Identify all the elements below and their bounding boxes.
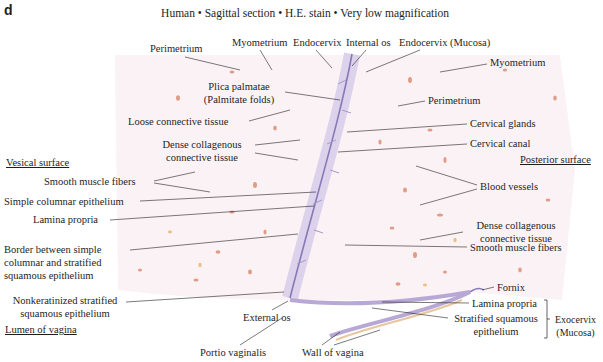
endocervical-mucosa xyxy=(290,54,352,298)
structure-label: Simple columnar epithelium xyxy=(4,195,124,208)
tissue-ground xyxy=(115,55,575,300)
structure-label: Loose connective tissue xyxy=(128,115,228,128)
structure-label: Smooth muscle fibers xyxy=(470,241,562,254)
structure-label: External os xyxy=(243,311,291,324)
panel-letter: d xyxy=(4,2,13,18)
structure-label: Blood vessels xyxy=(480,180,538,193)
structure-label: Dense collagenous connective tissue xyxy=(152,138,252,164)
structure-label: Vesical surface xyxy=(6,156,69,169)
structure-label: Lamina propria xyxy=(472,297,537,310)
structure-label: Plica palmatae (Palmitate folds) xyxy=(196,80,282,106)
structure-label: Wall of vagina xyxy=(302,346,364,359)
cervical-glands xyxy=(297,80,351,264)
vaginal-wall xyxy=(330,292,470,336)
blood-vessels xyxy=(138,68,557,285)
structure-label: Myometrium xyxy=(490,56,545,69)
structure-label: Portio vaginalis xyxy=(200,346,266,359)
structure-label: Smooth muscle fibers xyxy=(44,175,136,188)
leader-lines xyxy=(110,50,494,345)
structure-label: Exocervix (Mucosa) xyxy=(552,313,599,339)
bracket xyxy=(544,300,550,338)
structure-label: Perimetrium xyxy=(150,42,203,55)
structure-label: Posterior surface xyxy=(520,153,591,166)
structure-label: Internal os xyxy=(346,36,391,49)
structure-label: Border between simple columnar and strat… xyxy=(4,243,129,282)
structure-label: Dense collagenous connective tissue xyxy=(466,219,566,245)
fornix-curve xyxy=(470,288,484,292)
blood-vessels xyxy=(168,231,457,287)
structure-label: Endocervix (Mucosa) xyxy=(399,36,490,49)
structure-label: Stratified squamous epithelium xyxy=(450,312,542,338)
structure-label: Fornix xyxy=(497,281,525,294)
structure-label: Cervical glands xyxy=(470,117,536,130)
structure-label: Lamina propria xyxy=(33,213,98,226)
structure-label: Endocervix xyxy=(293,36,341,49)
structure-label: Perimetrium xyxy=(428,94,481,107)
structure-label: Nonkeratinized stratified squamous epith… xyxy=(4,294,126,320)
structure-label: Myometrium xyxy=(232,36,287,49)
tissue xyxy=(115,54,575,340)
figure-title: Human • Sagittal section • H.E. stain • … xyxy=(110,6,500,20)
structure-label: Lumen of vagina xyxy=(5,323,77,336)
cervical-canal xyxy=(290,54,352,298)
structure-label: Cervical canal xyxy=(470,137,530,150)
vaginal-wall xyxy=(336,300,462,340)
